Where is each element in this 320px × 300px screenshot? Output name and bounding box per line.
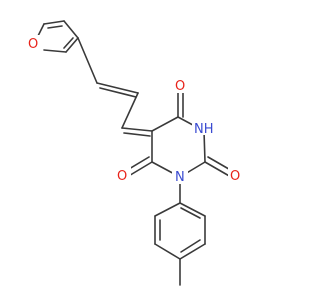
bond-furan-c2-c3	[43, 20, 65, 25]
bond-chain-4	[121, 127, 153, 132]
bond-furan-inner-double-2	[63, 37, 74, 49]
bond-ring-nh-c2	[203, 130, 206, 163]
bond-ring-c5-c4	[151, 116, 179, 132]
bond-aryl-4	[154, 243, 181, 260]
bond-chain-2	[96, 82, 139, 94]
atom-label-n-aryl: N	[175, 170, 185, 185]
atom-label-oxygen-left: O	[117, 169, 127, 184]
bond-aryl-1	[179, 202, 206, 217]
bond-chain-1	[77, 37, 98, 84]
bond-c2-o-right	[204, 161, 232, 178]
bond-aryl-3	[179, 243, 206, 260]
bond-aryl-inner-2	[180, 239, 201, 253]
label-bg-o-left	[115, 167, 131, 183]
bond-furan-c4-c5	[65, 37, 79, 53]
bond-furan-c3-c4	[63, 20, 79, 39]
bond-chain-3	[121, 92, 139, 129]
atom-label-oxygen-right: O	[230, 169, 240, 184]
bond-aryl-6	[154, 202, 181, 217]
label-bg-furan-o	[26, 35, 42, 51]
molecule-drawing: O O NH N O O	[26, 20, 244, 286]
label-bg-nh	[192, 119, 220, 135]
bond-furan-inner-double-1	[47, 25, 63, 29]
label-bg-o-right	[228, 167, 244, 183]
bond-furan-c5-o	[43, 49, 67, 53]
structure-diagram: O O NH N O O	[26, 20, 244, 286]
atom-label-furan-oxygen: O	[28, 37, 38, 52]
label-bg-o-top	[173, 77, 189, 93]
atom-label-oxygen-top: O	[175, 79, 185, 94]
bond-chain-4-double	[123, 132, 151, 137]
atom-label-nh: NH	[194, 122, 214, 137]
bond-chain-2-double	[99, 87, 137, 98]
bond-aryl-inner-1	[180, 207, 201, 219]
label-bg-n	[172, 168, 188, 184]
bond-c6-o-left	[126, 161, 153, 178]
